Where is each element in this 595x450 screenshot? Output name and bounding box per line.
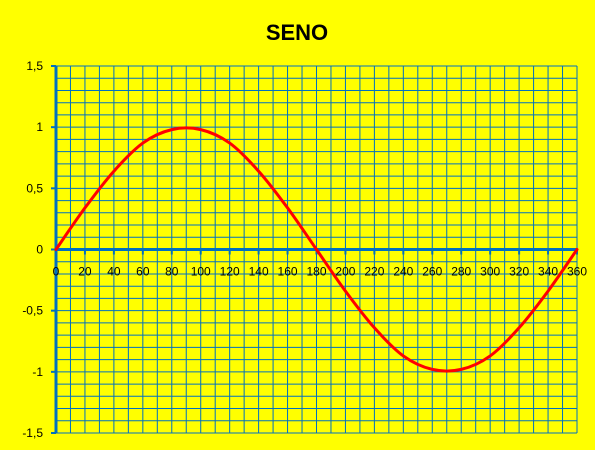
y-tick-label: 0 <box>36 243 43 257</box>
x-tick-label: 260 <box>422 265 442 279</box>
x-tick-label: 140 <box>249 265 269 279</box>
y-tick-label: 1,5 <box>26 59 43 73</box>
x-tick-label: 300 <box>480 265 500 279</box>
x-tick-label: 360 <box>567 265 587 279</box>
chart-title: SENO <box>266 20 328 45</box>
x-tick-label: 200 <box>335 265 355 279</box>
y-tick-label: -1 <box>32 365 43 379</box>
x-tick-label: 20 <box>78 265 92 279</box>
y-tick-label: 0,5 <box>26 181 43 195</box>
y-tick-label: -1,5 <box>22 426 43 440</box>
x-tick-label: 340 <box>538 265 558 279</box>
x-tick-label: 80 <box>165 265 179 279</box>
tick-labels: 1,5 1 0,5 0 -0,5 -1 -1,5 0 20 40 60 80 100 120 140 160 1… <box>22 59 587 440</box>
y-tick-label: 1 <box>36 120 43 134</box>
x-tick-label: 280 <box>451 265 471 279</box>
x-tick-label: 60 <box>136 265 150 279</box>
x-tick-label: 100 <box>191 265 211 279</box>
x-tick-label: 180 <box>306 265 326 279</box>
series-line <box>54 126 579 373</box>
x-tick-label: 120 <box>220 265 240 279</box>
x-tick-label: 240 <box>393 265 413 279</box>
x-tick-label: 160 <box>278 265 298 279</box>
x-tick-label: 0 <box>53 265 60 279</box>
x-tick-label: 320 <box>509 265 529 279</box>
y-tick-label: -0,5 <box>22 304 43 318</box>
series <box>54 126 579 373</box>
x-tick-label: 40 <box>107 265 121 279</box>
x-tick-label: 220 <box>364 265 384 279</box>
